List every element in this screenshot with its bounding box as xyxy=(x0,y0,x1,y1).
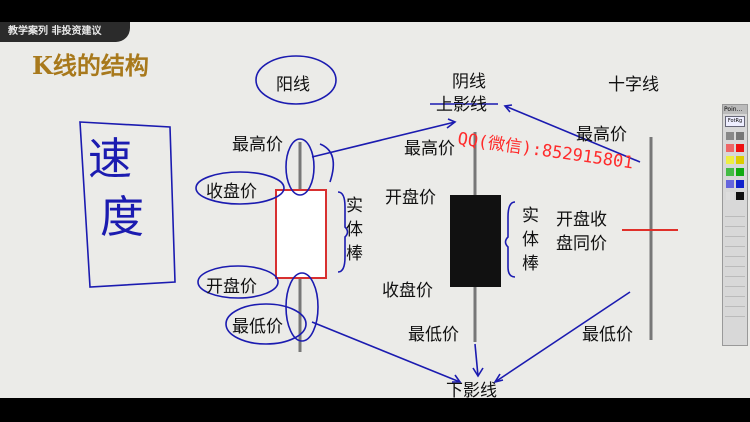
doji-high: 最高价 xyxy=(576,125,627,145)
yellow-swatch[interactable] xyxy=(726,156,734,164)
disclaimer-banner: 教学案列 非投资建议 xyxy=(0,22,130,42)
whiteboard: 教学案列 非投资建议 K线的结构 xyxy=(0,22,750,398)
yellow-swatch[interactable] xyxy=(736,156,744,164)
yin-open: 开盘价 xyxy=(385,188,436,208)
diagram-drawing xyxy=(79,55,678,384)
yin-high: 最高价 xyxy=(404,139,455,159)
doji-label: 十字线 xyxy=(608,75,659,95)
yin-lower-shadow: 下影线 xyxy=(446,381,497,398)
yin-body xyxy=(450,195,501,287)
yang-label: 阳线 xyxy=(276,75,310,95)
yang-low: 最低价 xyxy=(232,317,283,337)
blue-swatch[interactable] xyxy=(736,180,744,188)
mode-button[interactable]: FotRg xyxy=(725,116,745,127)
gray-swatch[interactable] xyxy=(736,132,744,140)
yang-high: 最高价 xyxy=(232,135,283,155)
yin-low: 最低价 xyxy=(408,325,459,345)
tool-buttons[interactable] xyxy=(725,207,745,317)
page-title: K线的结构 xyxy=(32,51,149,80)
handwriting-2: 度 xyxy=(100,192,144,243)
yin-upper-shadow: 上影线 xyxy=(436,95,487,115)
green-swatch[interactable] xyxy=(726,168,734,176)
yang-body-label: 实体棒 xyxy=(346,196,363,264)
yang-close: 收盘价 xyxy=(206,182,257,202)
pointer-toolbar[interactable]: Poin... FotRg xyxy=(722,104,748,346)
handwriting-1: 速 xyxy=(88,134,132,185)
gray-swatch[interactable] xyxy=(726,132,734,140)
doji-low: 最低价 xyxy=(582,325,633,345)
yang-open: 开盘价 xyxy=(206,277,257,297)
doji-same-price: 开盘收盘同价 xyxy=(556,210,607,254)
pen-annotations xyxy=(79,55,641,384)
bottom-bar xyxy=(0,398,750,422)
red-swatch[interactable] xyxy=(736,144,744,152)
yin-label: 阴线 xyxy=(452,72,486,92)
green-swatch[interactable] xyxy=(736,168,744,176)
top-bar xyxy=(0,0,750,22)
red-swatch[interactable] xyxy=(726,144,734,152)
color-palette xyxy=(723,129,747,205)
yin-close: 收盘价 xyxy=(382,281,433,301)
yang-body xyxy=(275,189,327,279)
white-swatch[interactable] xyxy=(726,192,734,200)
yin-body-label: 实体棒 xyxy=(522,206,539,274)
toolbar-title: Poin... xyxy=(723,105,747,114)
black-swatch[interactable] xyxy=(736,192,744,200)
blue-swatch[interactable] xyxy=(726,180,734,188)
